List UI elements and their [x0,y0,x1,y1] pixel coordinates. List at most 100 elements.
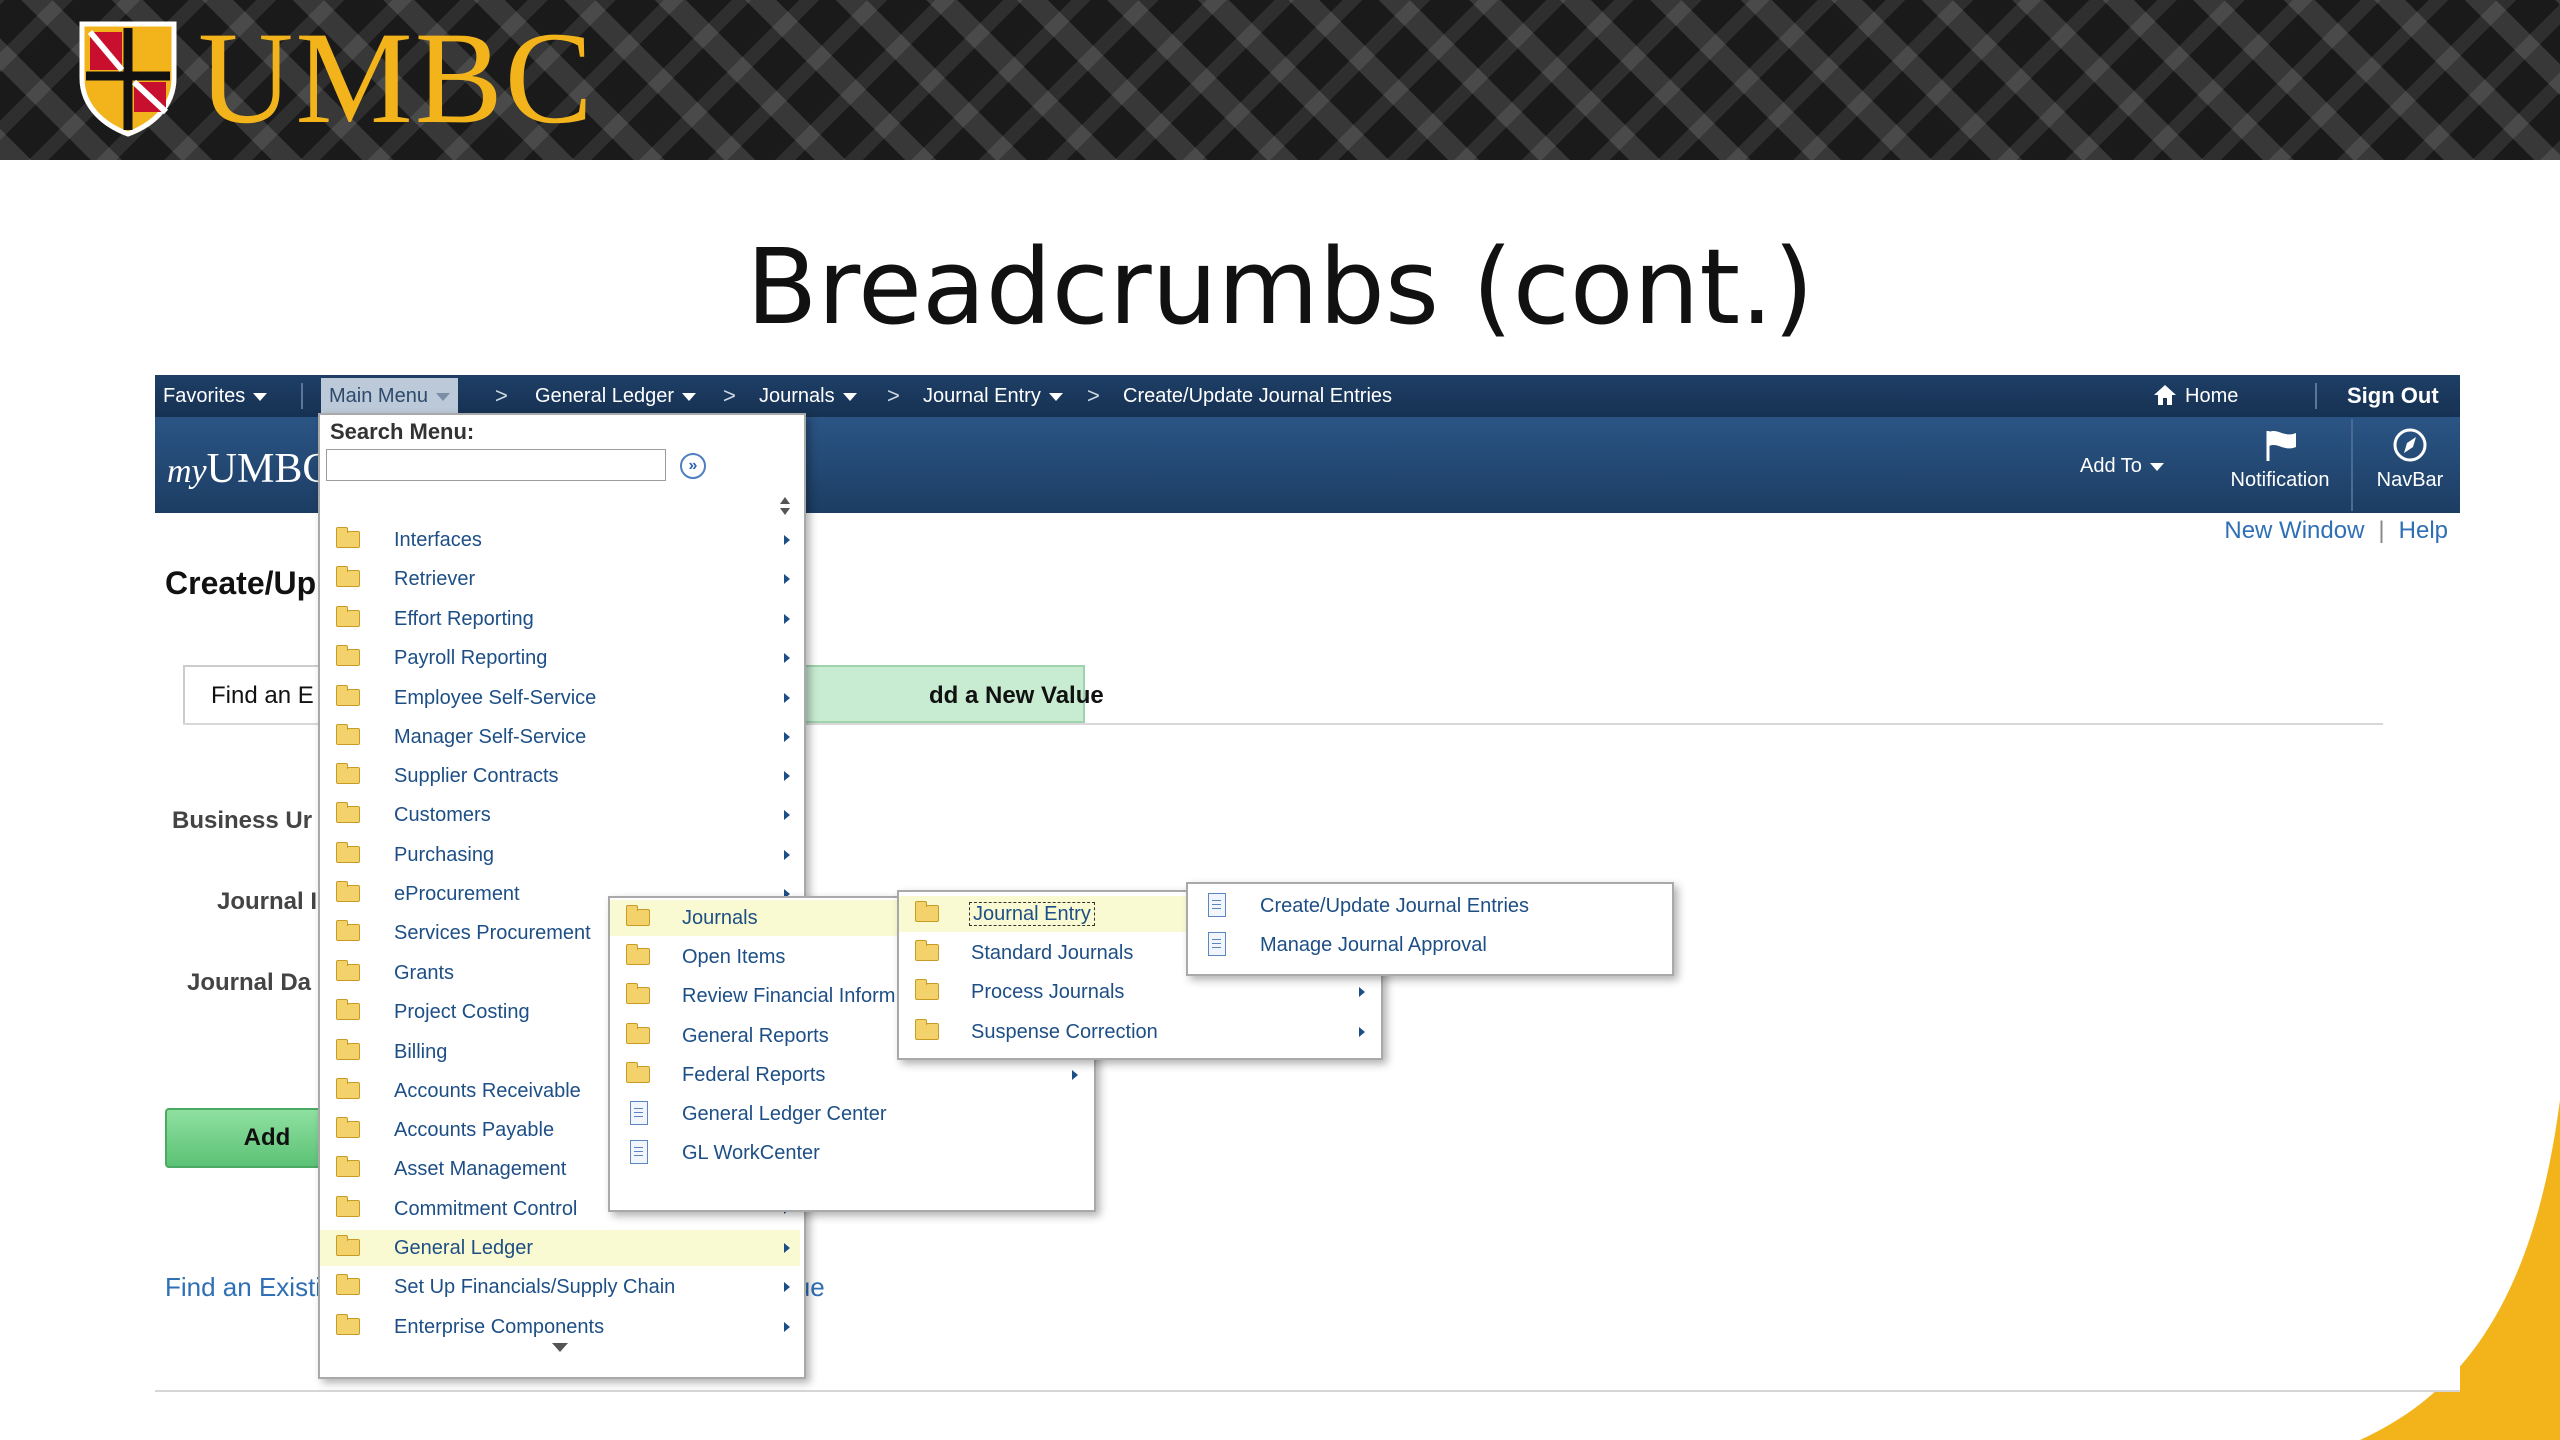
crumb-label: General Ledger [535,385,674,407]
tab-add-new-value[interactable]: dd a New Value [785,665,1104,723]
folder-icon [336,724,360,745]
chevron-right-icon [784,810,790,820]
tab-underline [183,723,2383,725]
menu-item-label: Set Up Financials/Supply Chain [394,1276,676,1298]
scroll-down-icon[interactable] [552,1343,568,1352]
navbar-button[interactable]: NavBar [2365,427,2455,492]
chevron-right-icon [784,1322,790,1332]
flag-icon [2266,431,2296,461]
notification-label: Notification [2230,469,2330,491]
document-icon [1208,893,1226,917]
submenu-item-open-items[interactable]: Open Items [610,939,1090,975]
menu-item-label: Suspense Correction [971,1021,1158,1043]
breadcrumb-journal-entry[interactable]: Journal Entry [923,375,1063,417]
submenu-item-create-update-journal-entries[interactable]: Create/Update Journal Entries [1188,888,1668,924]
chevron-right-icon [784,889,790,899]
general-ledger-submenu: Journals Open Items Review Financial Inf… [608,896,1096,1212]
submenu-item-manage-journal-approval[interactable]: Manage Journal Approval [1188,927,1668,963]
folder-icon [336,645,360,666]
folder-icon [336,1196,360,1217]
menu-item-label: Commitment Control [394,1198,578,1220]
submenu-item-general-ledger-center[interactable]: General Ledger Center [610,1096,1090,1132]
menu-item-label: Standard Journals [971,942,1134,964]
chevron-right-icon [784,732,790,742]
menu-item-general-ledger[interactable]: General Ledger [320,1230,800,1266]
myumbc-logo: myUMBC [167,445,330,493]
submenu-item-journal-entry[interactable]: Journal Entry [899,896,1189,932]
submenu-item-suspense-correction[interactable]: Suspense Correction [899,1014,1377,1050]
menu-item-grants[interactable]: Grants [320,955,800,991]
nav-divider [2315,383,2317,409]
menu-item-set-up-financials-supply-chain[interactable]: Set Up Financials/Supply Chain [320,1269,800,1305]
folder-icon [626,944,650,965]
submenu-item-general-reports[interactable]: General Reports [610,1018,1090,1054]
menu-item-payroll-reporting[interactable]: Payroll Reporting [320,640,800,676]
journal-id-label: Journal I [217,888,318,915]
folder-icon [336,920,360,941]
new-window-link[interactable]: New Window [2224,517,2365,544]
folder-icon [336,527,360,548]
navbar-label: NavBar [2376,469,2444,491]
menu-item-supplier-contracts[interactable]: Supplier Contracts [320,758,800,794]
folder-icon [626,1023,650,1044]
submenu-item-review-financial-information[interactable]: Review Financial Inform [610,978,900,1014]
menu-item-label: Billing [394,1041,448,1063]
favorites-menu[interactable]: Favorites [163,375,268,417]
submenu-item-journals[interactable]: Journals [610,900,900,936]
submenu-item-process-journals[interactable]: Process Journals [899,974,1377,1010]
chevron-right-icon [784,693,790,703]
menu-item-label: Payroll Reporting [394,647,548,669]
page-title: Create/Up [165,565,317,601]
folder-icon [336,606,360,627]
find-existing-value-link[interactable]: Find an Existi [165,1272,322,1302]
menu-item-commitment-control[interactable]: Commitment Control [320,1191,800,1227]
search-menu-input[interactable] [326,449,666,481]
breadcrumb-journals[interactable]: Journals [759,375,857,417]
main-menu-label: Main Menu [329,385,428,407]
menu-item-label: Process Journals [971,981,1125,1003]
breadcrumb-general-ledger[interactable]: General Ledger [535,375,696,417]
brand-prefix: my [167,453,207,490]
folder-icon [336,763,360,784]
main-menu-button[interactable]: Main Menu [321,378,458,414]
submenu-item-standard-journals[interactable]: Standard Journals [899,935,1377,971]
chevron-down-icon [842,392,857,401]
menu-item-label: Accounts Receivable [394,1080,581,1102]
home-link[interactable]: Home [2153,375,2238,417]
menu-item-manager-self-service[interactable]: Manager Self-Service [320,719,800,755]
menu-item-employee-self-service[interactable]: Employee Self-Service [320,680,800,716]
menu-item-interfaces[interactable]: Interfaces [320,522,800,558]
folder-icon [336,1039,360,1060]
menu-item-accounts-receivable[interactable]: Accounts Receivable [320,1073,800,1109]
menu-item-retriever[interactable]: Retriever [320,561,800,597]
menu-item-purchasing[interactable]: Purchasing [320,837,800,873]
sign-out-link[interactable]: Sign Out [2347,383,2439,408]
breadcrumb-create-update-journal-entries[interactable]: Create/Update Journal Entries [1123,385,1393,407]
add-to-menu[interactable]: Add To [2080,455,2164,478]
menu-item-label: Supplier Contracts [394,765,559,787]
notification-button[interactable]: Notification [2215,427,2345,492]
menu-item-label: Effort Reporting [394,608,534,630]
chevron-right-icon [784,1243,790,1253]
menu-item-label: General Ledger Center [682,1103,887,1125]
submenu-item-federal-reports[interactable]: Federal Reports [610,1057,1090,1093]
menu-item-services-procurement[interactable]: Services Procurement [320,915,800,951]
folder-icon [626,905,650,926]
folder-icon [336,842,360,863]
search-go-icon[interactable]: » [680,453,706,479]
menu-item-eprocurement[interactable]: eProcurement [320,876,800,912]
menu-item-asset-management[interactable]: Asset Management [320,1151,800,1187]
add-to-label: Add To [2080,455,2142,477]
menu-item-enterprise-components[interactable]: Enterprise Components [320,1309,800,1345]
journal-date-label: Journal Da [187,969,312,996]
menu-item-label: Manager Self-Service [394,726,587,748]
crumb-label: Journal Entry [923,385,1041,407]
sort-arrows-icon[interactable] [778,495,792,517]
document-icon [630,1101,648,1125]
page-links: New Window|Help [2224,517,2448,545]
business-unit-label: Business Ur [172,807,313,834]
menu-item-customers[interactable]: Customers [320,797,800,833]
menu-item-effort-reporting[interactable]: Effort Reporting [320,601,800,637]
submenu-item-gl-workcenter[interactable]: GL WorkCenter [610,1135,1090,1171]
help-link[interactable]: Help [2398,517,2448,544]
